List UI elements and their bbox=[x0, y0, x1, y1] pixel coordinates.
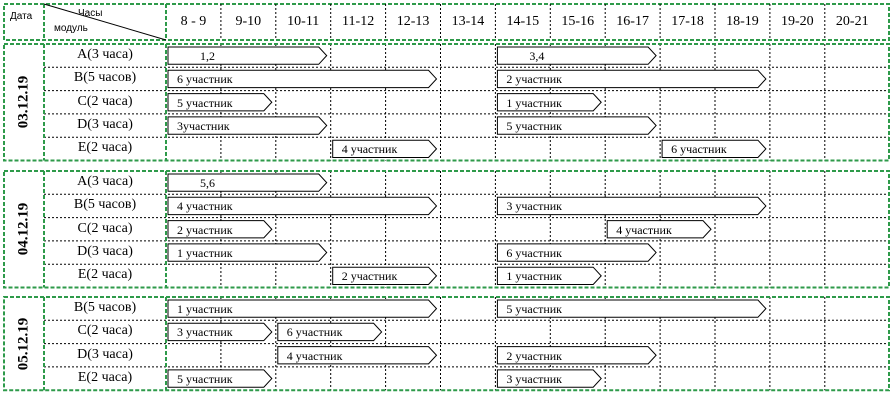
task-label: 2 участник bbox=[341, 269, 398, 284]
task-arrow bbox=[496, 46, 657, 65]
hour-header: 10-11 bbox=[287, 14, 320, 29]
module-label: E(2 часа) bbox=[77, 140, 133, 156]
task-label: 4 участник bbox=[616, 222, 672, 237]
task-arrow bbox=[496, 116, 657, 135]
module-label: C(2 часа) bbox=[77, 323, 133, 339]
task-arrow bbox=[496, 243, 657, 262]
day-block-frame bbox=[3, 170, 890, 289]
task-label: 6 участник bbox=[286, 325, 343, 340]
task-arrow bbox=[496, 299, 767, 318]
module-label: D(3 часа) bbox=[77, 116, 133, 132]
task-label: 6 участник bbox=[671, 142, 727, 157]
module-label: A(3 часа) bbox=[77, 47, 133, 62]
module-label: D(3 часа) bbox=[77, 346, 133, 362]
task-label: 3 участник bbox=[506, 371, 562, 386]
task-arrow bbox=[496, 369, 602, 388]
task-label: 1 участник bbox=[506, 95, 562, 110]
task-arrow bbox=[167, 116, 328, 135]
task-arrow bbox=[496, 196, 767, 216]
task-label: 3,4 bbox=[529, 49, 545, 63]
task-label: 3 участник bbox=[506, 199, 562, 214]
task-label: 3участник bbox=[177, 118, 230, 133]
task-label: 5 участник bbox=[506, 118, 562, 133]
hour-header: 13-14 bbox=[451, 14, 485, 29]
hour-header: 16-17 bbox=[616, 14, 649, 29]
task-label: 2 участник bbox=[506, 72, 562, 87]
hour-header: 15-16 bbox=[561, 14, 595, 29]
task-arrow bbox=[277, 322, 383, 342]
hour-header: 19-20 bbox=[781, 14, 814, 29]
day-block-frame bbox=[3, 296, 890, 392]
task-label: 6 участник bbox=[177, 72, 233, 87]
hour-header: 14-15 bbox=[506, 14, 540, 29]
task-arrow bbox=[167, 369, 273, 388]
task-label: 5,6 bbox=[200, 176, 215, 190]
module-label: D(3 часа) bbox=[77, 243, 133, 259]
hours-axis-header: Часы bbox=[78, 8, 103, 19]
task-label: 1,2 bbox=[200, 49, 215, 63]
task-label: 6 участник bbox=[506, 245, 562, 260]
module-label: C(2 часа) bbox=[77, 93, 133, 109]
task-label: 1 участник bbox=[177, 302, 233, 316]
day-block-frame bbox=[3, 43, 890, 162]
day-date-label: 05.12.19 bbox=[15, 317, 32, 370]
task-arrow bbox=[167, 220, 273, 239]
task-arrow bbox=[496, 266, 602, 285]
date-column-header: Дата bbox=[10, 11, 33, 22]
task-arrow bbox=[277, 346, 438, 365]
task-label: 1 участник bbox=[506, 269, 562, 284]
hour-header: 9-10 bbox=[235, 14, 262, 29]
task-label: 4 участник bbox=[341, 142, 398, 157]
day-date-label: 04.12.19 bbox=[15, 203, 32, 256]
module-label: C(2 часа) bbox=[77, 220, 133, 236]
module-axis-header: модуль bbox=[54, 23, 88, 34]
hour-header: 20-21 bbox=[835, 14, 869, 29]
hour-header: 17-18 bbox=[671, 14, 704, 29]
task-label: 1 участник bbox=[177, 245, 233, 260]
task-label: 5 участник bbox=[177, 371, 233, 386]
task-arrow bbox=[606, 220, 712, 239]
module-label: B(5 часов) bbox=[73, 70, 137, 86]
hour-header: 11-12 bbox=[342, 14, 375, 29]
module-label: A(3 часа) bbox=[77, 174, 133, 189]
hour-header: 18-19 bbox=[726, 14, 759, 29]
task-label: 3 участник bbox=[177, 325, 233, 340]
task-label: 4 участник bbox=[286, 348, 343, 363]
task-arrow bbox=[496, 346, 657, 365]
task-arrow bbox=[167, 322, 273, 342]
task-arrow bbox=[167, 243, 328, 262]
task-arrow bbox=[496, 69, 767, 89]
module-label: B(5 часов) bbox=[73, 300, 137, 315]
module-label: E(2 часа) bbox=[77, 267, 133, 283]
task-arrow bbox=[167, 46, 328, 65]
task-arrow bbox=[332, 139, 438, 158]
task-label: 5 участник bbox=[177, 95, 233, 110]
module-label: B(5 часов) bbox=[73, 197, 137, 213]
task-arrow bbox=[332, 266, 438, 285]
task-arrow bbox=[496, 93, 602, 112]
task-arrow bbox=[661, 139, 767, 158]
hour-header: 8 - 9 bbox=[180, 14, 207, 29]
task-arrow bbox=[167, 196, 438, 216]
task-label: 4 участник bbox=[177, 199, 233, 214]
task-arrow bbox=[167, 69, 438, 89]
hour-header: 12-13 bbox=[396, 14, 430, 29]
header-diagonal bbox=[43, 3, 167, 41]
task-arrow bbox=[167, 299, 438, 318]
task-label: 5 участник bbox=[506, 302, 562, 316]
header-frame bbox=[3, 3, 890, 41]
task-label: 2 участник bbox=[177, 222, 233, 237]
task-label: 2 участник bbox=[506, 348, 562, 363]
task-arrow bbox=[167, 173, 328, 192]
module-label: E(2 часа) bbox=[77, 369, 133, 385]
day-date-label: 03.12.19 bbox=[15, 76, 32, 129]
task-arrow bbox=[167, 93, 273, 112]
